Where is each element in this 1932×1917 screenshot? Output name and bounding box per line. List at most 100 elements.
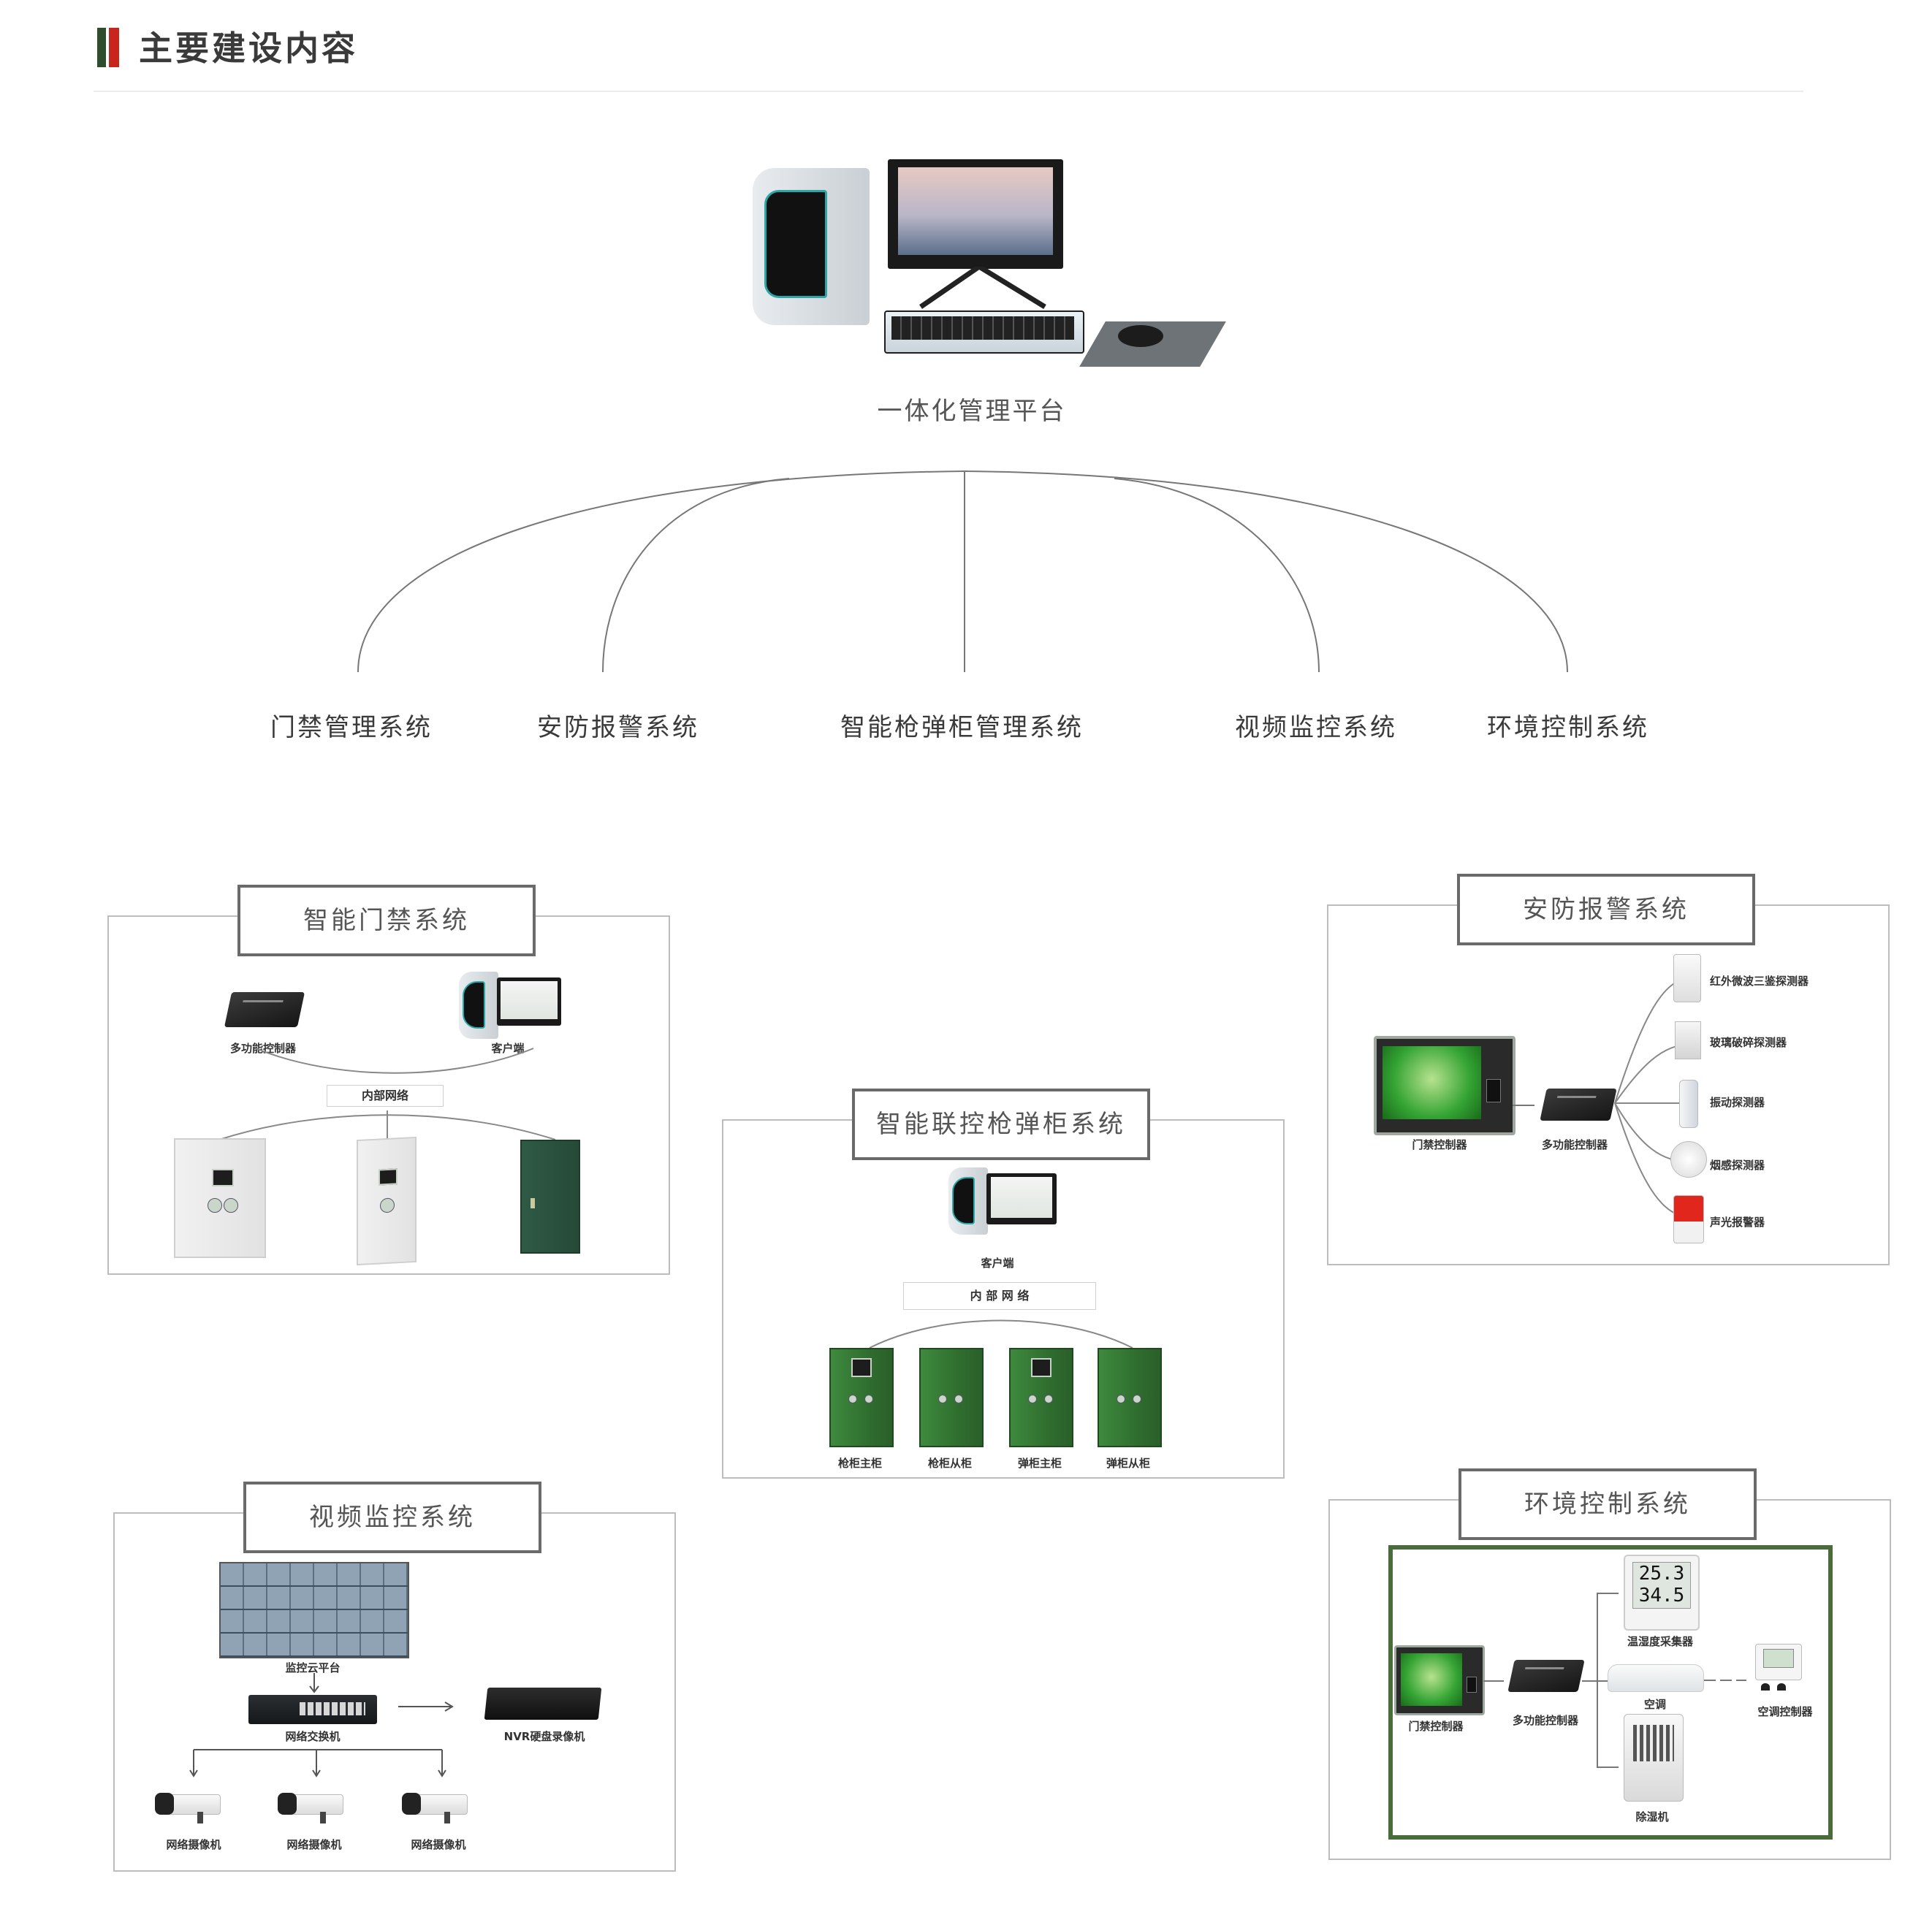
dehumidifier-label: 除湿机: [1635, 1810, 1669, 1823]
access-bottom-arc: [218, 1110, 556, 1140]
collector-display: 25.3 34.5: [1632, 1562, 1691, 1609]
system-tree-lines: [357, 470, 1568, 673]
system-label-gun-cabinet: 智能枪弹柜管理系统: [840, 713, 1084, 742]
cabinet-knob: [954, 1395, 963, 1403]
city-skyline-screen: [898, 167, 1053, 255]
cabinet-network-box: 内 部 网 络: [903, 1282, 1096, 1310]
sensor-label-vibration: 振动探测器: [1710, 1096, 1765, 1109]
glass-break-sensor-icon: [1675, 1021, 1701, 1059]
env-terminal-screen: [1401, 1653, 1462, 1706]
dehumidifier-icon: [1624, 1714, 1684, 1802]
alarm-multi-controller: [1540, 1089, 1617, 1121]
sensor-label-smoke: 烟感探测器: [1710, 1159, 1765, 1172]
collector-humidity-reading: 34.5: [1638, 1585, 1685, 1607]
access-client-label: 客户端: [491, 1042, 525, 1055]
client-screen: [501, 980, 558, 1020]
gun-cabinet-panel-title: 智能联控枪弹柜系统: [852, 1089, 1150, 1160]
cabinet-client-tower: [948, 1167, 988, 1235]
door-handle: [530, 1198, 535, 1208]
access-top-arc: [255, 1048, 534, 1074]
ammo-cabinet-main: [1009, 1348, 1073, 1447]
camera-label-1: 网络摄像机: [166, 1838, 221, 1851]
siren-alarm-icon: [1673, 1195, 1704, 1243]
access-terminal: [1374, 1036, 1515, 1135]
camera-label-3: 网络摄像机: [411, 1838, 466, 1851]
env-branch-stub: [1582, 1680, 1597, 1682]
system-label-environment: 环境控制系统: [1487, 713, 1649, 742]
monitor-stand: [919, 267, 1046, 309]
vibration-sensor-icon: [1679, 1080, 1698, 1128]
client-monitor: [497, 977, 561, 1026]
alarm-access-controller-label: 门禁控制器: [1412, 1138, 1467, 1151]
security-door-green: [520, 1140, 580, 1254]
vault-door-single: [357, 1136, 417, 1266]
nvr-recorder-icon: [484, 1688, 602, 1720]
air-conditioner-icon: [1608, 1664, 1704, 1692]
access-panel-title: 智能门禁系统: [237, 885, 536, 956]
multi-controller-device: [224, 992, 305, 1027]
dehumidifier-vents: [1633, 1725, 1674, 1761]
pc-tower: [753, 168, 870, 325]
switch-label: 网络交换机: [285, 1730, 341, 1743]
env-access-controller-label: 门禁控制器: [1408, 1720, 1464, 1733]
env-multi-controller: [1507, 1660, 1585, 1692]
header-accent-red: [109, 28, 119, 67]
vault-door-double: [174, 1138, 266, 1258]
cabinet-knob: [1028, 1395, 1037, 1403]
fingerprint-reader: [1486, 1079, 1501, 1102]
aircon-to-controller-line: [1704, 1680, 1746, 1681]
cabinet-client-monitor: [986, 1173, 1057, 1224]
cabinet-label-gun-sub: 枪柜从柜: [927, 1457, 972, 1470]
sensor-label-siren: 声光报警器: [1710, 1216, 1765, 1229]
cabinet-knob: [1117, 1395, 1125, 1403]
client-tower: [459, 972, 498, 1039]
network-camera-2-icon: [278, 1788, 351, 1825]
cabinet-network-arc: [869, 1319, 1133, 1349]
access-controller-label: 多功能控制器: [229, 1042, 296, 1055]
door-keypad: [379, 1168, 398, 1186]
gun-cabinet-sub: [919, 1348, 984, 1447]
environment-panel-title: 环境控制系统: [1458, 1468, 1757, 1540]
door-dial-2: [224, 1198, 238, 1213]
switch-to-camera-lines: [189, 1749, 446, 1777]
pc-tower-face: [764, 190, 827, 298]
access-network-box: 内部网络: [327, 1085, 444, 1107]
nvr-label: NVR硬盘录像机: [503, 1730, 585, 1743]
platform-down-arrow: [309, 1673, 319, 1693]
env-branch-collector: [1597, 1593, 1619, 1594]
alarm-link-line: [1513, 1105, 1534, 1106]
video-wall-grid: [221, 1563, 408, 1657]
aircon-controller-label: 空调控制器: [1757, 1705, 1813, 1718]
keyboard: [884, 310, 1084, 354]
platform-monitor: [888, 159, 1063, 269]
collector-label: 温湿度采集器: [1627, 1635, 1693, 1648]
door-dial-1: [208, 1198, 222, 1213]
system-label-access: 门禁管理系统: [270, 713, 433, 742]
smoke-sensor-icon: [1670, 1141, 1707, 1178]
camera-label-2: 网络摄像机: [286, 1838, 342, 1851]
cabinet-label-ammo-main: 弹柜主柜: [1017, 1457, 1062, 1470]
sensor-label-pir: 红外微波三鉴探测器: [1710, 975, 1809, 988]
cabinet-label-gun-main: 枪柜主柜: [837, 1457, 882, 1470]
cabinet-label-ammo-sub: 弹柜从柜: [1106, 1457, 1150, 1470]
cabinet-knob: [1133, 1395, 1141, 1403]
system-label-video: 视频监控系统: [1235, 713, 1397, 742]
terminal-screen: [1383, 1046, 1481, 1119]
cabinet-knob: [848, 1395, 857, 1403]
sensor-label-glass: 玻璃破碎探测器: [1710, 1036, 1787, 1049]
env-controller-label: 多功能控制器: [1512, 1714, 1578, 1727]
cabinet-knob: [1044, 1395, 1053, 1403]
cabinet-client-label: 客户端: [981, 1257, 1014, 1270]
aircon-controller-display: [1763, 1649, 1794, 1668]
network-switch-icon: [248, 1695, 377, 1724]
network-camera-1-icon: [155, 1788, 228, 1825]
network-camera-3-icon: [402, 1788, 475, 1825]
cabinet-screen: [1031, 1358, 1051, 1377]
header-accent-green: [97, 28, 106, 67]
ammo-cabinet-sub: [1098, 1348, 1162, 1447]
switch-to-nvr-arrow: [398, 1701, 454, 1712]
cabinet-client-tower-face: [952, 1176, 975, 1224]
cabinet-knob: [864, 1395, 873, 1403]
alarm-controller-label: 多功能控制器: [1541, 1138, 1608, 1151]
mouse: [1118, 325, 1163, 347]
